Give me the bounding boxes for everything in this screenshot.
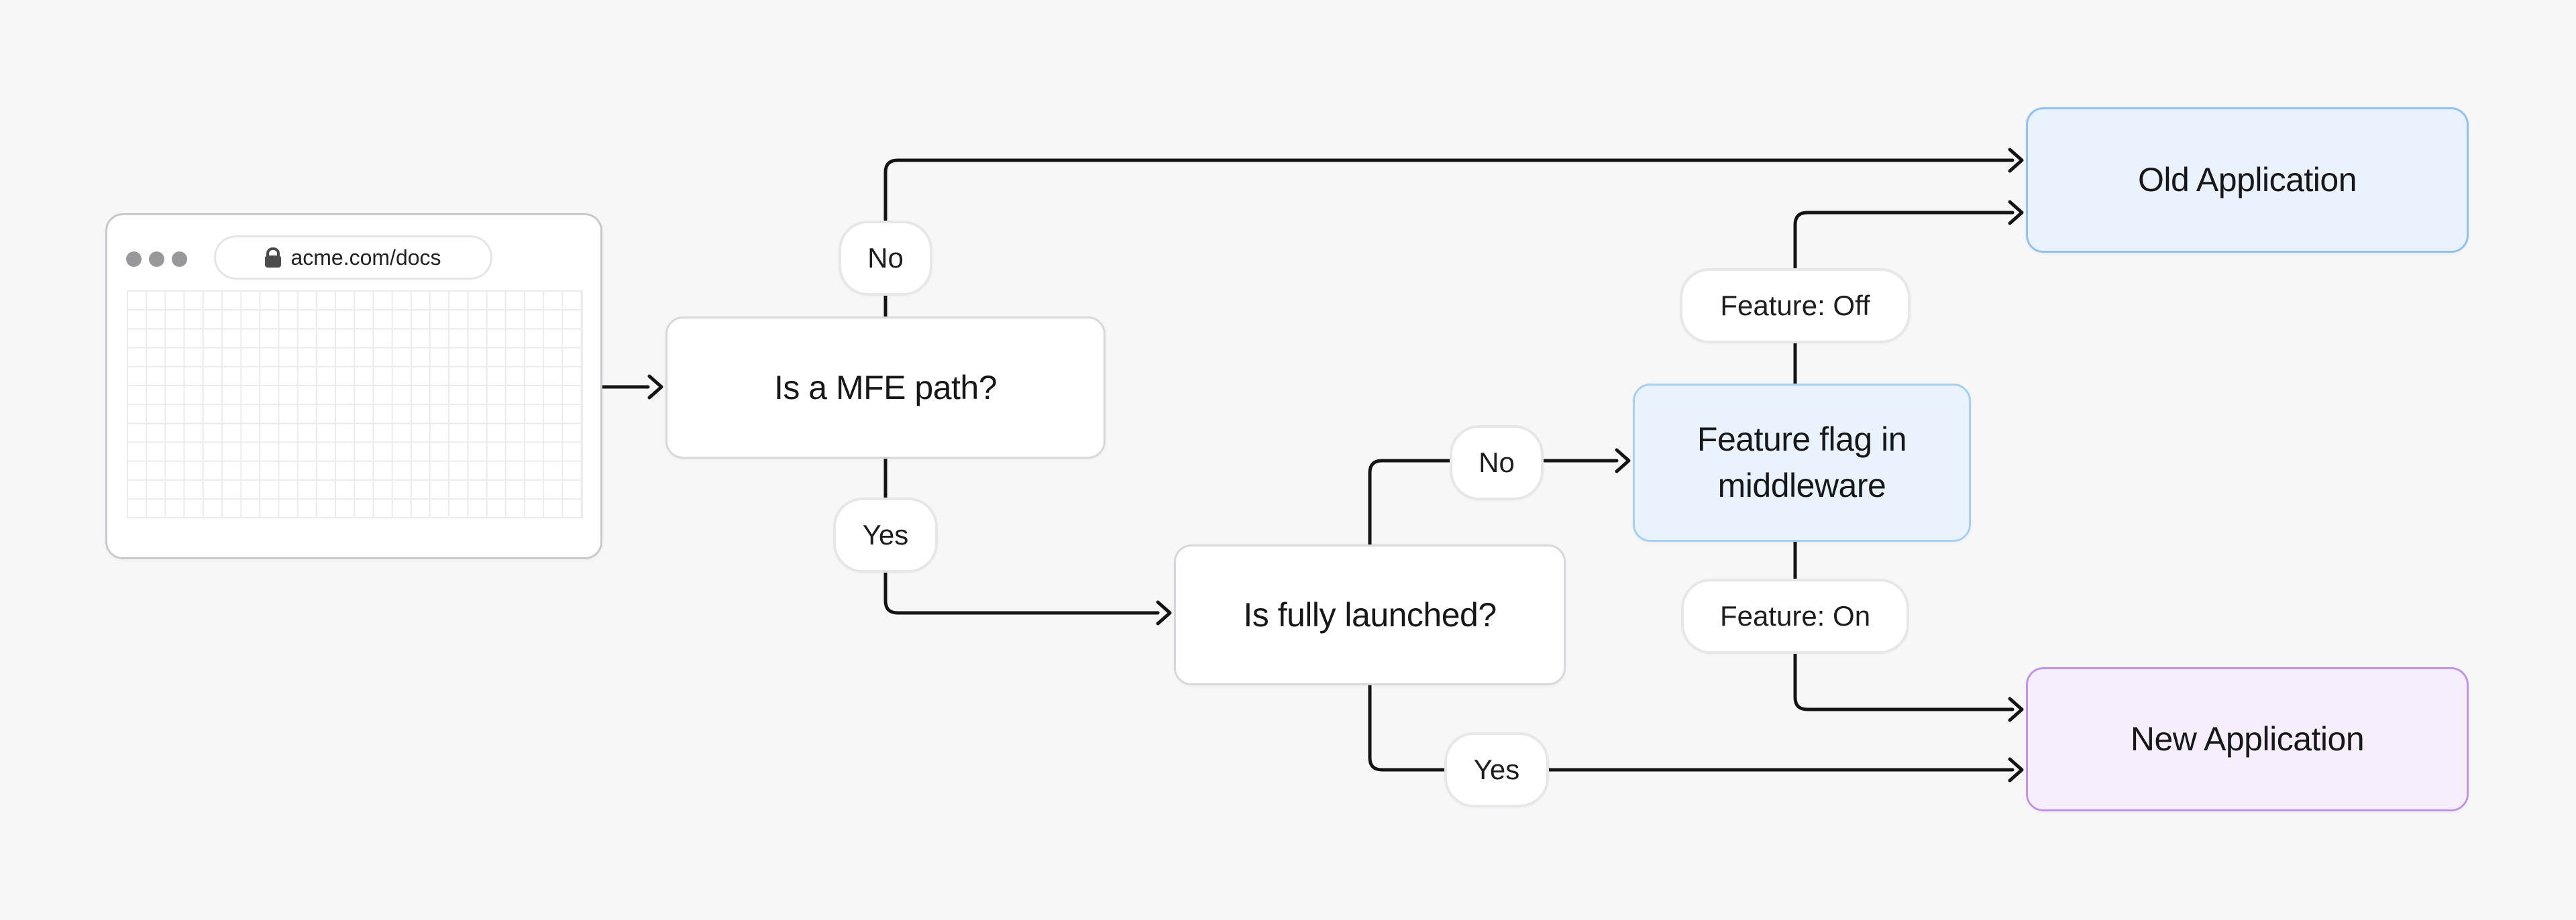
- node-label-line: Feature flag in: [1697, 420, 1907, 458]
- edge-launched-yes-to-new-app: [1368, 679, 2015, 772]
- node-mfe-question: Is a MFE path?: [665, 317, 1106, 459]
- url-text: acme.com/docs: [290, 245, 441, 270]
- edge-label-yes: Yes: [1444, 732, 1549, 807]
- edge-label-no: No: [1450, 425, 1544, 500]
- node-feature-flag: Feature flag in middleware: [1633, 384, 1971, 542]
- arrowhead-icon: [1615, 448, 1631, 473]
- window-control-dot: [149, 251, 164, 267]
- node-new-application: New Application: [2026, 667, 2469, 811]
- edge-feature-off-to-old-app: [1793, 211, 2015, 386]
- browser-window: acme.com/docs: [105, 213, 602, 559]
- arrowhead-icon: [647, 374, 663, 400]
- arrowhead-icon: [1156, 600, 1172, 626]
- node-label: Feature flag in middleware: [1697, 416, 1907, 509]
- pill-text: Yes: [862, 519, 909, 551]
- pill-text: Feature: Off: [1720, 290, 1870, 321]
- lock-icon: [265, 247, 282, 268]
- edge-feature-on-to-new-app: [1793, 536, 2015, 711]
- url-bar: acme.com/docs: [214, 235, 492, 280]
- node-label: Old Application: [2137, 161, 2357, 198]
- arrowhead-icon: [2008, 697, 2024, 722]
- node-label: New Application: [2130, 720, 2365, 758]
- arrowhead-icon: [2008, 200, 2024, 225]
- arrowhead-icon: [2008, 757, 2024, 783]
- pill-text: No: [1479, 447, 1515, 478]
- window-control-dot: [126, 251, 142, 267]
- node-old-application: Old Application: [2026, 107, 2469, 253]
- node-launched-question: Is fully launched?: [1174, 544, 1566, 685]
- edge-label-feature-off: Feature: Off: [1680, 268, 1911, 343]
- pill-text: Yes: [1473, 754, 1520, 785]
- window-controls: [126, 251, 187, 267]
- edge-label-feature-on: Feature: On: [1681, 579, 1909, 654]
- browser-content-grid: [127, 290, 583, 518]
- node-label-line: middleware: [1717, 467, 1886, 504]
- window-control-dot: [172, 251, 187, 267]
- edge-mfe-yes-to-launched: [883, 453, 1160, 615]
- edge-label-no: No: [839, 221, 932, 296]
- arrowhead-icon: [2008, 148, 2024, 173]
- edge-label-yes: Yes: [833, 498, 938, 573]
- pill-text: Feature: On: [1719, 600, 1871, 632]
- node-label: Is fully launched?: [1243, 595, 1497, 634]
- edge-mfe-no-to-old-app: [883, 158, 2015, 319]
- node-label: Is a MFE path?: [773, 368, 998, 406]
- edge-launched-no-to-feature: [1368, 459, 1619, 547]
- pill-text: No: [867, 242, 904, 274]
